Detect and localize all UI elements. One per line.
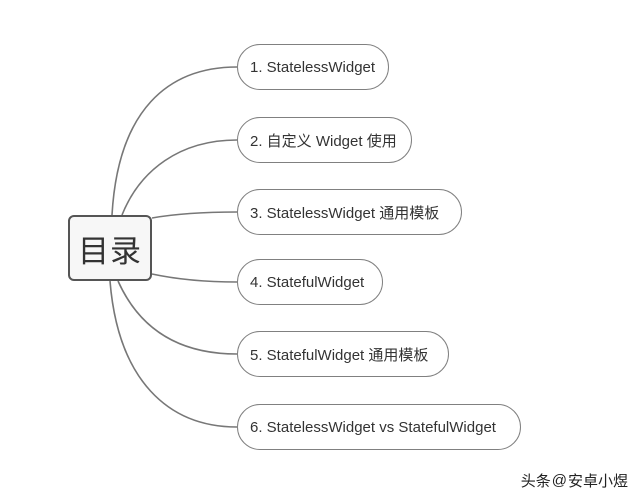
topic-label: 2. 自定义 Widget 使用 [250, 132, 397, 150]
topic-node-2: 2. 自定义 Widget 使用 [237, 117, 412, 163]
topic-node-6: 6. StatelessWidget vs StatefulWidget [237, 404, 521, 450]
topic-label: 3. StatelessWidget 通用模板 [250, 204, 440, 222]
topic-label: 4. StatefulWidget [250, 273, 365, 291]
watermark: 头条 @ 安卓小煜 [521, 470, 628, 491]
connector-6 [109, 280, 238, 428]
topic-node-3: 3. StatelessWidget 通用模板 [237, 189, 462, 235]
topic-node-1: 1. StatelessWidget [237, 44, 389, 90]
watermark-account: 安卓小煜 [567, 473, 628, 490]
topic-node-4: 4. StatefulWidget [237, 259, 383, 305]
watermark-prefix: 头条 [520, 473, 551, 490]
topic-label: 6. StatelessWidget vs StatefulWidget [250, 418, 496, 436]
root-node-directory: 目录 [68, 215, 152, 281]
topic-node-5: 5. StatefulWidget 通用模板 [237, 331, 449, 377]
connector-1 [111, 66, 238, 216]
connector-2 [121, 139, 238, 216]
connector-3 [151, 211, 238, 219]
connector-5 [117, 280, 238, 355]
connector-4 [151, 273, 238, 283]
root-node-label: 目录 [78, 233, 142, 269]
topic-label: 1. StatelessWidget [250, 58, 376, 76]
topic-label: 5. StatefulWidget 通用模板 [250, 346, 429, 364]
watermark-at: @ [551, 472, 567, 489]
